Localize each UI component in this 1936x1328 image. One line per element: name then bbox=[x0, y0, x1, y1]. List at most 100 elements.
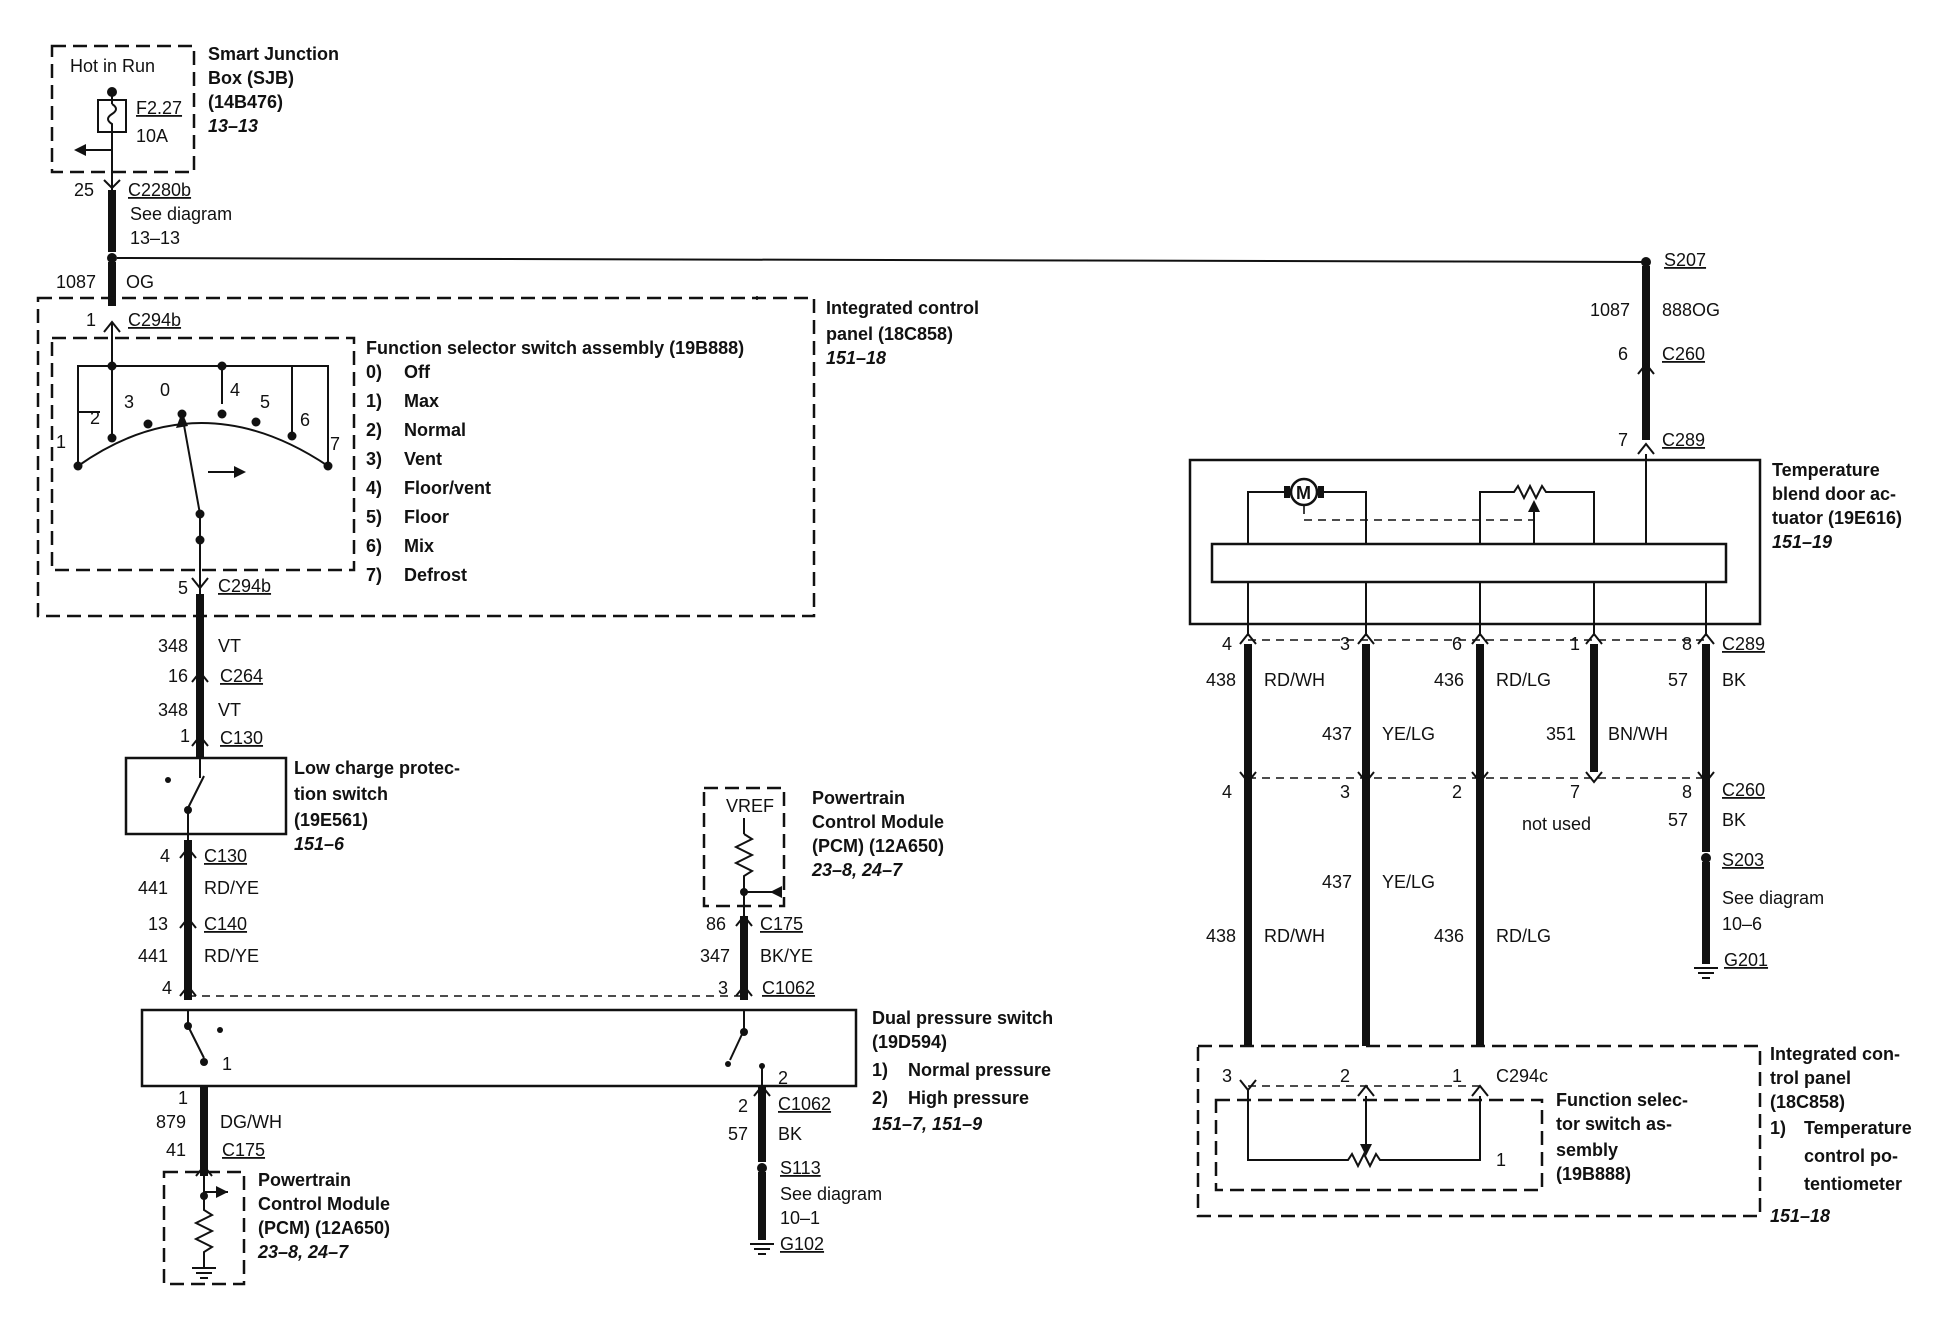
c130-name-2: C130 bbox=[204, 846, 247, 866]
lcps-part: (19E561) bbox=[294, 810, 368, 830]
wire-441-rdye: 4 C130 441 RD/YE 13 C140 441 RD/YE 4 bbox=[138, 840, 259, 1000]
icp2-part: (18C858) bbox=[1770, 1092, 1845, 1112]
wire-888og-circuit: 1087 bbox=[1590, 300, 1630, 320]
connector-chevron-icon bbox=[753, 1084, 771, 1097]
c1062-pin-2: 2 bbox=[738, 1096, 748, 1116]
c1062-pin-3: 3 bbox=[718, 978, 728, 998]
c294c-pin: 2 bbox=[1340, 1066, 1350, 1086]
c294b-bot: C294b bbox=[218, 576, 271, 596]
c140-name: C140 bbox=[204, 914, 247, 934]
resistor-icon bbox=[733, 833, 755, 892]
fss-item-label: Max bbox=[404, 391, 439, 411]
ground-left: 2 C1062 57 BK S113 See diagram 10–1 G102 bbox=[728, 1084, 882, 1255]
tbda-ref: 151–19 bbox=[1772, 532, 1832, 552]
g201-name: G201 bbox=[1724, 950, 1768, 970]
wire-438-color-2: RD/WH bbox=[1264, 926, 1325, 946]
splice-dot bbox=[757, 1163, 767, 1173]
pcm-bottom: Powertrain Control Module (PCM) (12A650)… bbox=[162, 1170, 390, 1286]
sjb-title-2: Box (SJB) bbox=[208, 68, 294, 88]
fss-item-label: Floor/vent bbox=[404, 478, 491, 498]
c289-pin: 8 bbox=[1682, 634, 1692, 654]
connector-chevron-icon bbox=[191, 577, 209, 590]
s207-name: S207 bbox=[1664, 250, 1706, 270]
wire-879-color: DG/WH bbox=[220, 1112, 282, 1132]
wire-441-circuit-2: 441 bbox=[138, 946, 168, 966]
contact-dot bbox=[143, 419, 153, 429]
arrow-right-icon bbox=[234, 466, 246, 478]
contact-dot bbox=[251, 417, 261, 427]
c175-name-2: C175 bbox=[222, 1140, 265, 1160]
c1062-name: C1062 bbox=[762, 978, 815, 998]
dps-switch-2: 2 bbox=[778, 1068, 788, 1088]
potentiometer-icon bbox=[1247, 1090, 1481, 1169]
c2280b-ref: 13–13 bbox=[130, 228, 180, 248]
fuse-amps: 10A bbox=[136, 126, 168, 146]
switch-blade-icon bbox=[187, 775, 205, 809]
s113-see: See diagram bbox=[780, 1184, 882, 1204]
wire-347-color: BK/YE bbox=[760, 946, 813, 966]
wire-color: BN/WH bbox=[1608, 724, 1668, 744]
c264-pin: 16 bbox=[168, 666, 188, 686]
tbda-title-2: blend door ac- bbox=[1772, 484, 1896, 504]
arrow-left-icon bbox=[74, 144, 86, 156]
fss-pos-1: 1 bbox=[56, 432, 66, 452]
c294b-bot-pin: 5 bbox=[178, 578, 188, 598]
pot-pin: 1 bbox=[1496, 1150, 1506, 1170]
resistor-icon bbox=[193, 1196, 215, 1268]
arrow-down-icon bbox=[1360, 1144, 1372, 1156]
fss-item-num: 0) bbox=[366, 362, 382, 382]
c294b-top-pin: 1 bbox=[86, 310, 96, 330]
wire-57-color-right: BK bbox=[1722, 810, 1746, 830]
wire-color: YE/LG bbox=[1382, 724, 1435, 744]
fss-item-num: 7) bbox=[366, 565, 382, 585]
fss2-title-2: tor switch as- bbox=[1556, 1114, 1672, 1134]
icp2-dashed-outline bbox=[1196, 1044, 1762, 1218]
pcm-bottom-title-2: Control Module bbox=[258, 1194, 390, 1214]
icp-ref: 151–18 bbox=[826, 348, 886, 368]
fss-pos-0: 0 bbox=[160, 380, 170, 400]
icp2-item-label: Temperature bbox=[1804, 1118, 1912, 1138]
motor-brush-left bbox=[1284, 486, 1290, 498]
wire-circuit: 351 bbox=[1546, 724, 1576, 744]
sjb-part: (14B476) bbox=[208, 92, 283, 112]
temperature-blend-door-actuator: M Temperature blend door ac- tuator (19E… bbox=[1188, 454, 1902, 626]
contact-dot bbox=[73, 461, 83, 471]
s203-name: S203 bbox=[1722, 850, 1764, 870]
fss-pos-6: 6 bbox=[300, 410, 310, 430]
connector-chevron-icon bbox=[1637, 442, 1655, 455]
wire-348-color-2: VT bbox=[218, 700, 241, 720]
integrated-control-panel: 1 C294b Integrated control panel (18C858… bbox=[36, 296, 979, 618]
wiper-pivot bbox=[195, 509, 205, 519]
fss-bus-left bbox=[77, 322, 113, 466]
c2280b-pin: 25 bbox=[74, 180, 94, 200]
wire-color: RD/LG bbox=[1496, 670, 1551, 690]
dgwh-pin: 1 bbox=[178, 1088, 188, 1108]
wire-437-circuit-2: 437 bbox=[1322, 872, 1352, 892]
switch-contact bbox=[725, 1061, 731, 1067]
dps-item-num: 1) bbox=[872, 1060, 888, 1080]
wire-57-color: BK bbox=[778, 1124, 802, 1144]
dps-part: (19D594) bbox=[872, 1032, 947, 1052]
wire-circuit: 57 bbox=[1668, 670, 1688, 690]
arrow-left-icon bbox=[770, 886, 782, 898]
fss2-title-3: sembly bbox=[1556, 1140, 1618, 1160]
wire-441-circuit: 441 bbox=[138, 878, 168, 898]
pcm-vref: VREF bbox=[726, 796, 774, 816]
c130-name: C130 bbox=[220, 728, 263, 748]
s113-ref: 10–1 bbox=[780, 1208, 820, 1228]
pcm-bottom-title: Powertrain bbox=[258, 1170, 351, 1190]
wire-1087-color: OG bbox=[126, 272, 154, 292]
switch-blade-icon bbox=[187, 1025, 205, 1059]
fss-item-num: 1) bbox=[366, 391, 382, 411]
wire-441-color: RD/YE bbox=[204, 878, 259, 898]
fss2-title: Function selec- bbox=[1556, 1090, 1688, 1110]
wire-348-circuit: 348 bbox=[158, 636, 188, 656]
fss-item-label: Vent bbox=[404, 449, 442, 469]
pcm-top: VREF Powertrain Control Module (PCM) (12… bbox=[702, 786, 944, 916]
connector-chevron-icon bbox=[735, 984, 753, 997]
fss-item-label: Defrost bbox=[404, 565, 467, 585]
wire-441-color-2: RD/YE bbox=[204, 946, 259, 966]
wire-436-circuit-2: 436 bbox=[1434, 926, 1464, 946]
c264-name: C264 bbox=[220, 666, 263, 686]
fuse-element-icon bbox=[107, 92, 117, 136]
